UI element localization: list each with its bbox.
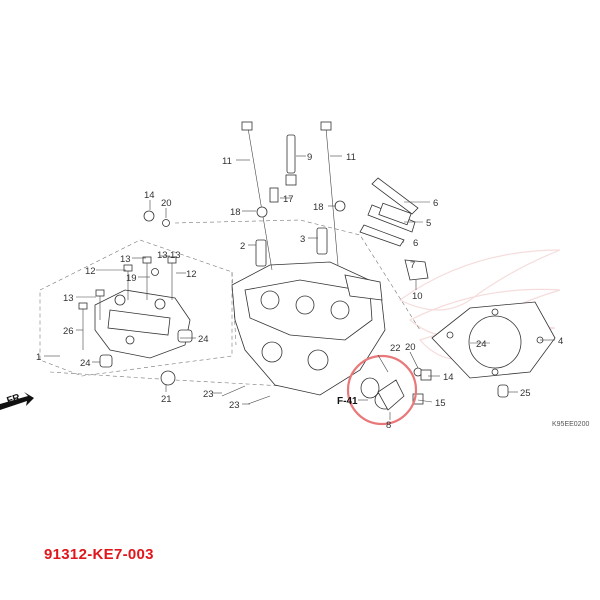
- callout-6-top: 6: [433, 198, 438, 209]
- callout-labels: 11 9 11 17 18 18 2 3 6 5 6 7 10 4 24 25 …: [36, 152, 563, 431]
- callout-1: 1: [36, 352, 41, 363]
- callout-21: 21: [161, 394, 172, 405]
- callout-5: 5: [426, 218, 431, 229]
- callout-2: 2: [240, 241, 245, 252]
- callout-22: 22: [390, 343, 401, 354]
- callout-25-dowel: 25: [520, 388, 531, 399]
- callout-4: 4: [558, 336, 563, 347]
- callout-23-bottom: 23: [229, 400, 240, 411]
- callout-24-left: 24: [80, 358, 91, 369]
- callout-10: 10: [412, 291, 423, 302]
- callout-18-right: 18: [313, 202, 324, 213]
- callout-14-right: 14: [443, 372, 454, 383]
- direction-label: FR.: [6, 391, 25, 407]
- callout-11-right: 11: [346, 152, 356, 163]
- callout-7: 7: [410, 260, 415, 271]
- callout-13-mid: 13: [157, 250, 168, 261]
- callout-11-left: 11: [222, 156, 232, 167]
- callout-13-left: 13: [63, 293, 74, 304]
- callout-12-right: 12: [186, 269, 197, 280]
- callout-15: 15: [435, 398, 446, 409]
- callout-24-right: 24: [198, 334, 209, 345]
- camshaft-parts: [359, 177, 429, 281]
- callout-13-upper: 13: [120, 254, 131, 265]
- callout-25-gasket: 24: [476, 339, 487, 350]
- rocker-arm-assembly: [94, 289, 193, 368]
- cylinder-head: [231, 261, 386, 396]
- bottom-small-parts: [160, 367, 432, 405]
- front-direction-arrow: FR.: [0, 391, 34, 410]
- callout-19: 19: [126, 273, 137, 284]
- callout-14-left: 14: [144, 190, 155, 201]
- reference-f41: F-41: [337, 396, 358, 407]
- head-gasket: [431, 301, 556, 398]
- callout-3: 3: [300, 234, 305, 245]
- callout-8: 8: [386, 420, 391, 431]
- part-number-label: 91312-KE7-003: [44, 546, 154, 563]
- callout-17: 17: [283, 194, 294, 205]
- left-bolts: [78, 210, 177, 350]
- callout-23-top: 23: [203, 389, 214, 400]
- callout-12-left: 12: [85, 266, 96, 277]
- callout-13-right: 13: [170, 250, 181, 261]
- callout-6-bottom: 6: [413, 238, 418, 249]
- callout-20-right: 20: [405, 342, 416, 353]
- callout-18-left: 18: [230, 207, 241, 218]
- leader-lines: [44, 155, 555, 420]
- callout-20-left: 20: [161, 198, 172, 209]
- callout-9: 9: [307, 152, 312, 163]
- head-bolts: [241, 121, 346, 271]
- drawing-code: K95EE0200: [552, 421, 589, 428]
- callout-26: 26: [63, 326, 74, 337]
- highlighted-part-circle: [346, 354, 418, 426]
